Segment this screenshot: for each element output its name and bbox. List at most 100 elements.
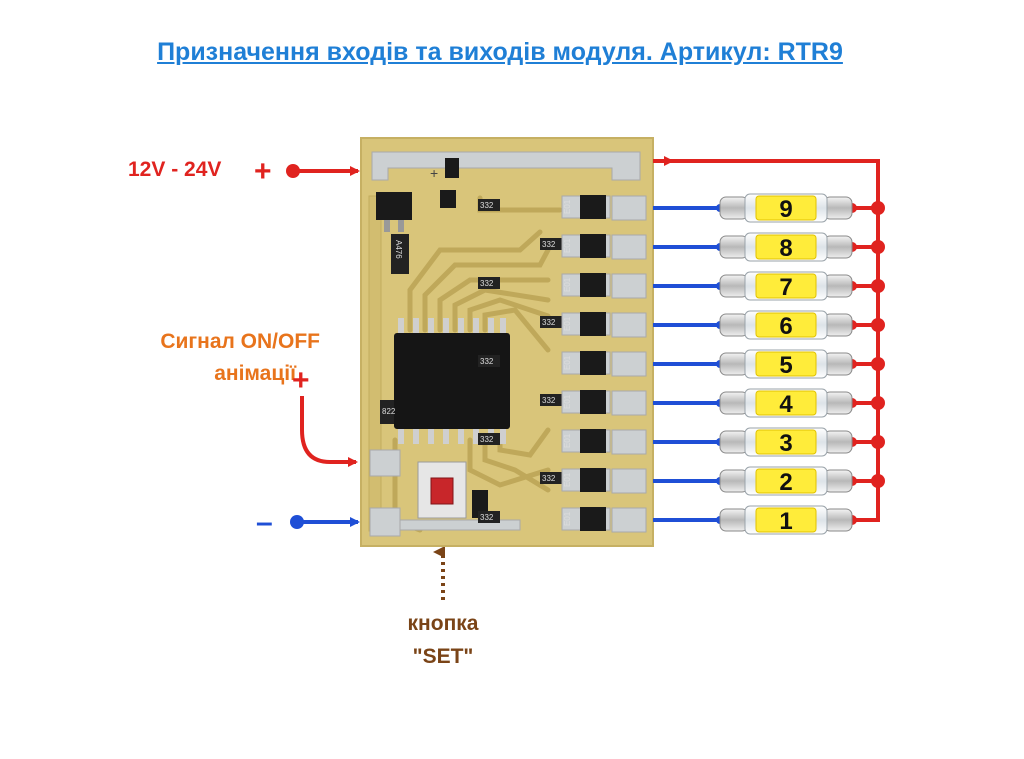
led-number: 7 [779,274,792,301]
transistor [580,390,606,414]
rail-junction-9 [871,201,885,215]
led-9: 9 [719,193,853,223]
led-cap-left [719,469,749,493]
led-cap-right [823,508,853,532]
led-4: 4 [719,388,853,418]
led-number: 9 [779,196,792,223]
resistor [540,472,562,484]
resistor [540,394,562,406]
rail-junction-6 [871,318,885,332]
transistor [580,273,606,297]
led-6: 6 [719,310,853,340]
signal-input-pad [369,449,401,477]
led-cap-left [719,313,749,337]
rail-junction-5 [871,357,885,371]
led-cap-right [823,430,853,454]
rail-junction-8 [871,240,885,254]
output-pad [611,468,647,494]
shunt-marking: A476 [394,240,403,259]
led-chip [755,234,817,260]
resistor-marking: 332 [542,396,556,405]
resistor-marking: 332 [542,240,556,249]
led-cap-left [719,430,749,454]
transistor-marking: E01 [563,238,572,253]
transistor-marking: E01 [563,316,572,331]
channel-7: 332 E01 [478,273,647,299]
transistor-marking: E01 [563,355,572,370]
channel-3: 332 E01 [478,429,647,455]
rail-junction-3 [871,435,885,449]
led-cap-left [719,391,749,415]
led-chip [755,351,817,377]
led-8: 8 [719,232,853,262]
resistor-marking: 332 [480,435,494,444]
channel-5: 332 E01 [478,351,647,377]
channel-8: 332 E01 [540,234,647,260]
led-cap-right [823,469,853,493]
output-pad [611,234,647,260]
transistor-marking: E01 [563,472,572,487]
resistor-marking: 332 [480,357,494,366]
led-cap-left [719,235,749,259]
output-pad [611,312,647,338]
resistor [540,238,562,250]
led-cap-right [823,235,853,259]
resistor [478,511,500,523]
main-ic [394,333,510,429]
rail-junction-4 [871,396,885,410]
transistor-marking: E01 [563,394,572,409]
led-chip [755,390,817,416]
transistor [580,351,606,375]
power-input-label: 12V - 24V [128,158,222,181]
signal-label-line1: Сигнал ON/OFF [160,330,320,353]
led-cap-left [719,196,749,220]
resistor-marking: 332 [480,279,494,288]
resistor [478,355,500,367]
output-pad [611,195,647,221]
transistor [580,468,606,492]
resistor [540,316,562,328]
led-cap-right [823,352,853,376]
led-cap-right [823,196,853,220]
page-title: Призначення входів та виходів модуля. Ар… [157,38,843,66]
resistor [478,199,500,211]
power-plus-symbol: + [254,155,272,188]
led-chip [755,195,817,221]
led-number: 5 [779,352,792,379]
rail-junction-7 [871,279,885,293]
led-7: 7 [719,271,853,301]
signal-input-wire [300,396,358,467]
resistor [478,277,500,289]
transistor-marking: E01 [563,433,572,448]
transistor [580,234,606,258]
signal-label-line2: анімації [214,362,296,385]
led-cap-left [719,508,749,532]
led-3: 3 [719,427,853,457]
resistor [478,433,500,445]
output-pad [611,351,647,377]
output-pad [611,507,647,533]
diode-marking: 822 [382,407,396,416]
led-cap-right [823,274,853,298]
ground-minus-symbol: – [256,506,273,539]
led-chip [755,468,817,494]
output-pad [611,273,647,299]
led-chip [755,507,817,533]
led-1: 1 [719,505,853,535]
output-pad [611,429,647,455]
led-chip [755,429,817,455]
svg-text:+: + [430,165,438,181]
led-cap-right [823,313,853,337]
set-button-label-line2: "SET" [412,645,474,668]
transistor-marking: E01 [563,277,572,292]
set-button-label-line1: кнопка [407,612,479,635]
resistor-marking: 332 [480,513,494,522]
signal-plus-symbol: + [292,364,310,397]
led-chip [755,273,817,299]
